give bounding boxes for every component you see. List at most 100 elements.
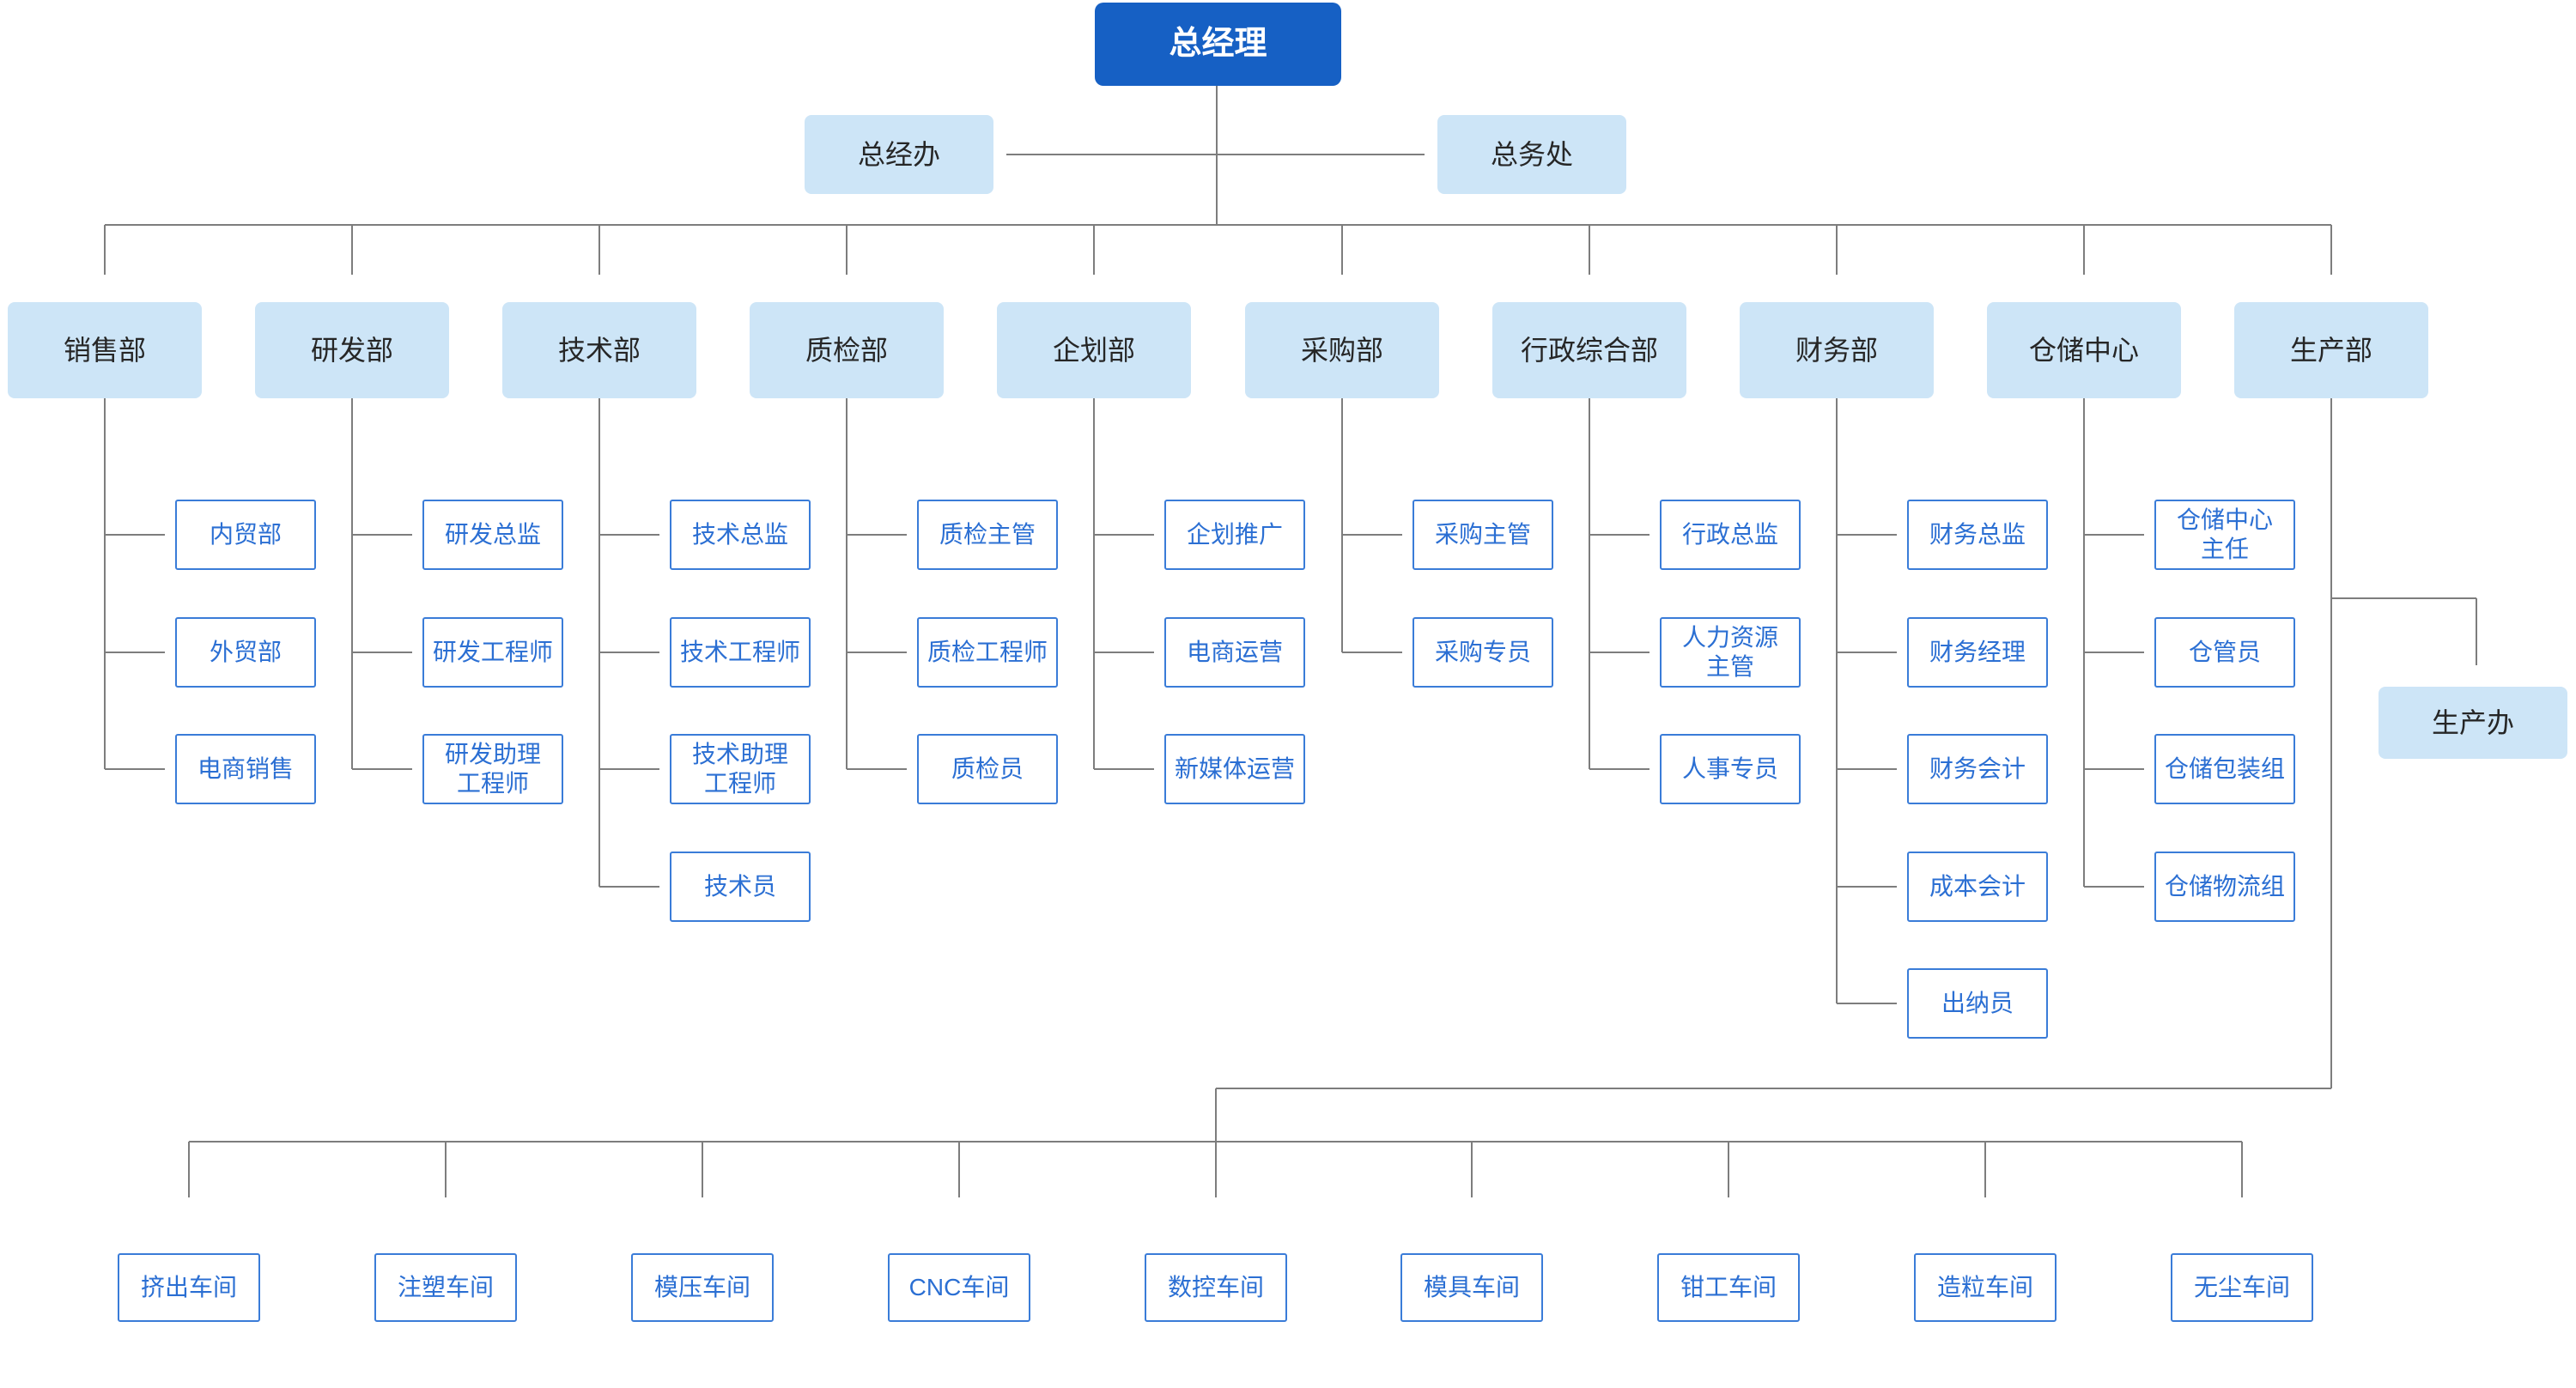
office-box-production-office-label: 生产办 (2431, 706, 2514, 738)
position-box-warehouse-2[interactable]: 仓储包装组 (2154, 734, 2295, 804)
root-drop-line (1216, 86, 1218, 225)
workshop-box-5[interactable]: 模具车间 (1400, 1253, 1543, 1322)
position-box-warehouse-3[interactable]: 仓储物流组 (2154, 852, 2295, 922)
office-box-gm-office[interactable]: 总经办 (805, 115, 993, 194)
position-box-purchasing-0[interactable]: 采购主管 (1413, 500, 1553, 570)
child-stub-line (599, 886, 659, 888)
dept-spine-line (351, 398, 353, 769)
position-box-rnd-0[interactable]: 研发总监 (422, 500, 563, 570)
dept-stub-line (351, 225, 353, 275)
workshop-stub-line (2241, 1142, 2243, 1197)
child-stub-line (1094, 768, 1154, 770)
position-box-tech-2[interactable]: 技术助理 工程师 (670, 734, 811, 804)
workshop-box-4-label: 数控车间 (1167, 1274, 1264, 1301)
position-box-qc-0-label: 质检主管 (939, 521, 1036, 549)
position-box-finance-0-label: 财务总监 (1929, 521, 2026, 549)
position-box-rnd-1[interactable]: 研发工程师 (422, 617, 563, 688)
workshop-stub-line (702, 1142, 703, 1197)
position-box-finance-3-label: 成本会计 (1929, 873, 2026, 900)
workshop-box-3[interactable]: CNC车间 (888, 1253, 1030, 1322)
dept-box-finance[interactable]: 财务部 (1740, 302, 1934, 398)
office-box-gm-office-label: 总经办 (857, 138, 940, 170)
dept-box-rnd[interactable]: 研发部 (255, 302, 449, 398)
workshop-box-0[interactable]: 挤出车间 (118, 1253, 260, 1322)
dept-box-admin[interactable]: 行政综合部 (1492, 302, 1686, 398)
position-box-planning-1[interactable]: 电商运营 (1164, 617, 1305, 688)
position-box-qc-2[interactable]: 质检员 (917, 734, 1058, 804)
workshop-box-6[interactable]: 钳工车间 (1657, 1253, 1800, 1322)
prod-office-link-vline (2476, 598, 2477, 665)
position-box-rnd-0-label: 研发总监 (444, 521, 541, 549)
dept-spine-line (1589, 398, 1590, 769)
workshop-box-1[interactable]: 注塑车间 (374, 1253, 517, 1322)
workshop-box-7-label: 造粒车间 (1936, 1274, 2033, 1301)
dept-spine-line (104, 398, 106, 769)
position-box-planning-0-label: 企划推广 (1186, 521, 1283, 549)
child-stub-line (1589, 534, 1649, 536)
position-box-finance-1[interactable]: 财务经理 (1907, 617, 2048, 688)
child-stub-line (599, 534, 659, 536)
position-box-planning-0[interactable]: 企划推广 (1164, 500, 1305, 570)
position-box-tech-0[interactable]: 技术总监 (670, 500, 811, 570)
dept-box-production[interactable]: 生产部 (2234, 302, 2428, 398)
position-box-sales-1[interactable]: 外贸部 (175, 617, 316, 688)
workshop-stub-line (445, 1142, 447, 1197)
position-box-sales-2[interactable]: 电商销售 (175, 734, 316, 804)
position-box-finance-2[interactable]: 财务会计 (1907, 734, 2048, 804)
child-stub-line (847, 652, 907, 653)
child-stub-line (1589, 768, 1649, 770)
dept-box-planning[interactable]: 企划部 (997, 302, 1191, 398)
position-box-warehouse-2-label: 仓储包装组 (2164, 755, 2285, 783)
position-box-tech-1[interactable]: 技术工程师 (670, 617, 811, 688)
position-box-finance-0[interactable]: 财务总监 (1907, 500, 2048, 570)
position-box-finance-4[interactable]: 出纳员 (1907, 968, 2048, 1039)
child-stub-line (1589, 652, 1649, 653)
dept-box-purchasing[interactable]: 采购部 (1245, 302, 1439, 398)
position-box-planning-2-label: 新媒体运营 (1174, 755, 1295, 783)
workshop-box-2-label: 模压车间 (653, 1274, 750, 1301)
position-box-admin-0-label: 行政总监 (1681, 521, 1778, 549)
position-box-qc-0[interactable]: 质检主管 (917, 500, 1058, 570)
position-box-rnd-2-label: 研发助理 工程师 (444, 741, 541, 797)
dept-stub-line (1341, 225, 1343, 275)
workshop-box-2[interactable]: 模压车间 (631, 1253, 774, 1322)
workshop-stub-line (188, 1142, 190, 1197)
position-box-tech-3[interactable]: 技术员 (670, 852, 811, 922)
position-box-planning-2[interactable]: 新媒体运营 (1164, 734, 1305, 804)
dept-box-warehouse[interactable]: 仓储中心 (1987, 302, 2181, 398)
dept-box-qc-label: 质检部 (805, 334, 888, 366)
workshop-box-8[interactable]: 无尘车间 (2171, 1253, 2313, 1322)
workshop-box-4[interactable]: 数控车间 (1145, 1253, 1287, 1322)
position-box-admin-2[interactable]: 人事专员 (1660, 734, 1801, 804)
position-box-warehouse-0[interactable]: 仓储中心 主任 (2154, 500, 2295, 570)
dept-box-sales[interactable]: 销售部 (8, 302, 202, 398)
prod-office-link-hline (2331, 597, 2476, 599)
position-box-qc-1[interactable]: 质检工程师 (917, 617, 1058, 688)
child-stub-line (599, 768, 659, 770)
position-box-warehouse-1[interactable]: 仓管员 (2154, 617, 2295, 688)
position-box-purchasing-1[interactable]: 采购专员 (1413, 617, 1553, 688)
dept-box-tech[interactable]: 技术部 (502, 302, 696, 398)
root-box-general-manager[interactable]: 总经理 (1095, 3, 1341, 86)
position-box-admin-1[interactable]: 人力资源 主管 (1660, 617, 1801, 688)
child-stub-line (352, 652, 412, 653)
workshop-stub-line (1728, 1142, 1729, 1197)
position-box-qc-2-label: 质检员 (951, 755, 1024, 783)
office-box-general-affairs-office[interactable]: 总务处 (1437, 115, 1626, 194)
position-box-tech-1-label: 技术工程师 (679, 639, 800, 666)
position-box-admin-0[interactable]: 行政总监 (1660, 500, 1801, 570)
workshop-box-8-label: 无尘车间 (2193, 1274, 2290, 1301)
position-box-rnd-2[interactable]: 研发助理 工程师 (422, 734, 563, 804)
position-box-warehouse-0-label: 仓储中心 主任 (2176, 506, 2273, 562)
dept-box-qc[interactable]: 质检部 (750, 302, 944, 398)
child-stub-line (847, 534, 907, 536)
position-box-sales-0[interactable]: 内贸部 (175, 500, 316, 570)
office-box-production-office[interactable]: 生产办 (2379, 687, 2567, 759)
workshop-box-0-label: 挤出车间 (140, 1274, 237, 1301)
workshop-box-7[interactable]: 造粒车间 (1914, 1253, 2057, 1322)
child-stub-line (1837, 886, 1897, 888)
dept-stub-line (1589, 225, 1590, 275)
position-box-finance-3[interactable]: 成本会计 (1907, 852, 2048, 922)
child-stub-line (1094, 652, 1154, 653)
dept-box-planning-label: 企划部 (1052, 334, 1135, 366)
